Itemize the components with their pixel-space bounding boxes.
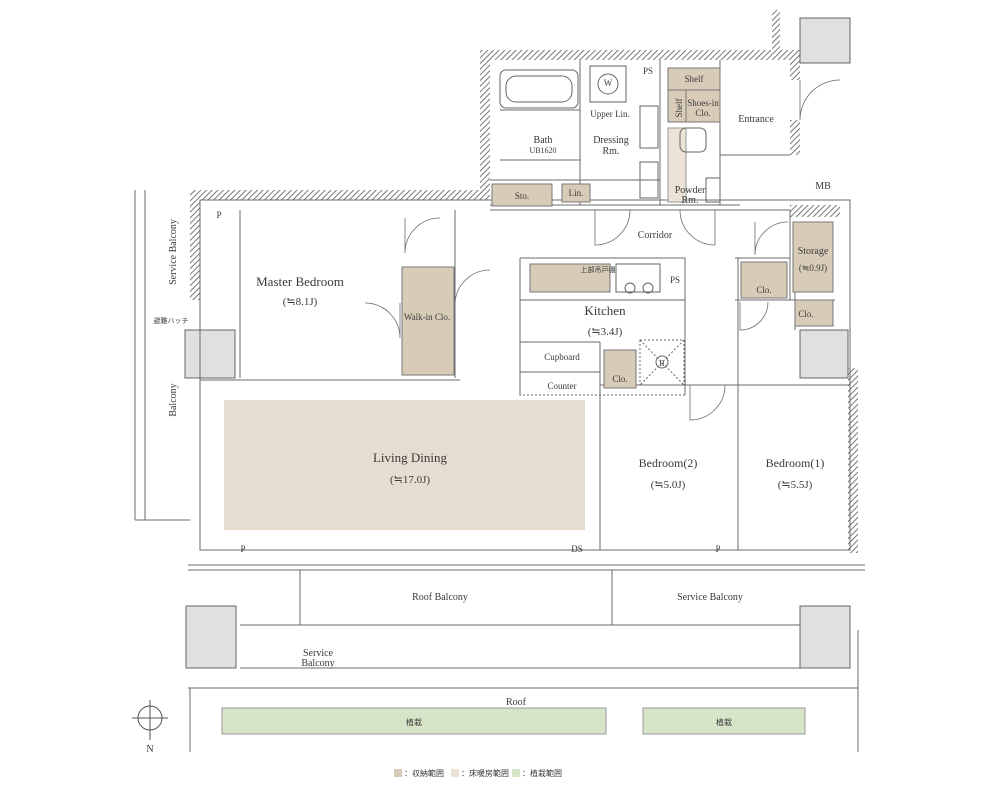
clo-bed1a-label: Clo. (756, 285, 771, 295)
storage-name: Storage (798, 246, 829, 257)
legend-label-floor-heating: ：床暖房範囲 (461, 768, 509, 778)
north-label: N (146, 744, 153, 755)
upper-lin-label: Upper Lin. (590, 109, 630, 119)
kitchen-upper-cabinet-label: 上部吊戸棚 (581, 265, 616, 274)
fixtures (499, 65, 721, 396)
master-bedroom-size: (≒8.1J) (283, 296, 318, 308)
legend-label-storage: ：収納範囲 (404, 768, 444, 778)
legend-swatch-floor-heating (451, 769, 459, 777)
doors (364, 79, 841, 421)
exterior-walls (190, 10, 858, 553)
shoes-in-clo-label-1: Shoes-in (687, 98, 719, 108)
misc-labels: Corridor Entrance MB Upper Lin. W PS PS … (146, 66, 831, 755)
balcony-label: Balcony (168, 383, 179, 416)
planting-left-label: 植栽 (406, 717, 422, 727)
dressing-sub: Rm. (603, 146, 620, 157)
powder-sub: Rm. (682, 195, 699, 206)
columns (184, 17, 851, 669)
clo-kitchen-label: Clo. (612, 374, 627, 384)
shoes-in-clo-label-2: Clo. (695, 108, 710, 118)
p-living-label: P (240, 544, 245, 554)
ps-top-label: PS (643, 66, 653, 76)
storage-areas (401, 67, 834, 389)
shelf-label: Shelf (685, 74, 704, 84)
service-balcony-bottom-label: Service Balcony (677, 592, 743, 603)
sto-label: Sto. (515, 191, 529, 201)
living-dining-size: (≒17.0J) (390, 474, 430, 486)
p-bed-label: P (715, 544, 720, 554)
bedroom2-name: Bedroom(2) (639, 456, 698, 470)
north-arrow-icon (132, 700, 168, 740)
storage-size: (≒0.9J) (799, 263, 827, 273)
cupboard-label: Cupboard (544, 352, 580, 362)
bedroom1-name: Bedroom(1) (766, 456, 825, 470)
room-labels: Master Bedroom (≒8.1J) Living Dining (≒1… (256, 135, 829, 491)
p-master-label: P (216, 210, 221, 220)
kitchen-name: Kitchen (584, 303, 626, 318)
dressing-name: Dressing (593, 135, 629, 146)
clo-bed1b-label: Clo. (798, 309, 813, 319)
lin-label: Lin. (569, 188, 584, 198)
ds-label: DS (571, 544, 583, 554)
powder-name: Powder (675, 185, 706, 196)
legend-swatch-planting (512, 769, 520, 777)
w-label: W (604, 78, 613, 88)
master-bedroom-name: Master Bedroom (256, 274, 344, 289)
entrance-label: Entrance (738, 114, 774, 125)
service-balcony-left-label: Service Balcony (168, 219, 179, 285)
bedroom1-size: (≒5.5J) (778, 479, 813, 491)
ps-kitchen-label: PS (670, 275, 680, 285)
legend-label-planting: ：植栽範囲 (522, 768, 562, 778)
living-dining-name: Living Dining (373, 450, 448, 465)
counter-label: Counter (548, 381, 577, 391)
shelf2-label: Shelf (674, 98, 684, 117)
roof-balcony-label: Roof Balcony (412, 592, 468, 603)
roof-label: Roof (506, 697, 527, 708)
planting-right-label: 植栽 (716, 717, 732, 727)
legend: ：収納範囲 ：床暖房範囲 ：植栽範囲 (394, 768, 562, 778)
kitchen-size: (≒3.4J) (588, 326, 623, 338)
bedroom2-size: (≒5.0J) (651, 479, 686, 491)
hatch-label: 避難ハッチ (154, 316, 189, 325)
legend-swatch-storage (394, 769, 402, 777)
balcony-structure (134, 190, 865, 752)
floor-heating-area (224, 400, 585, 530)
bath-name: Bath (534, 135, 553, 146)
bath-sub: UB1620 (529, 146, 556, 155)
service-balcony-lower-label-1: Service (303, 648, 334, 659)
walk-in-clo-label: Walk-in Clo. (404, 312, 450, 322)
mb-label: MB (815, 181, 831, 192)
planting (221, 707, 806, 735)
r-mark: R (659, 359, 665, 368)
service-balcony-lower-label-2: Balcony (301, 658, 334, 669)
corridor-label: Corridor (638, 230, 673, 241)
